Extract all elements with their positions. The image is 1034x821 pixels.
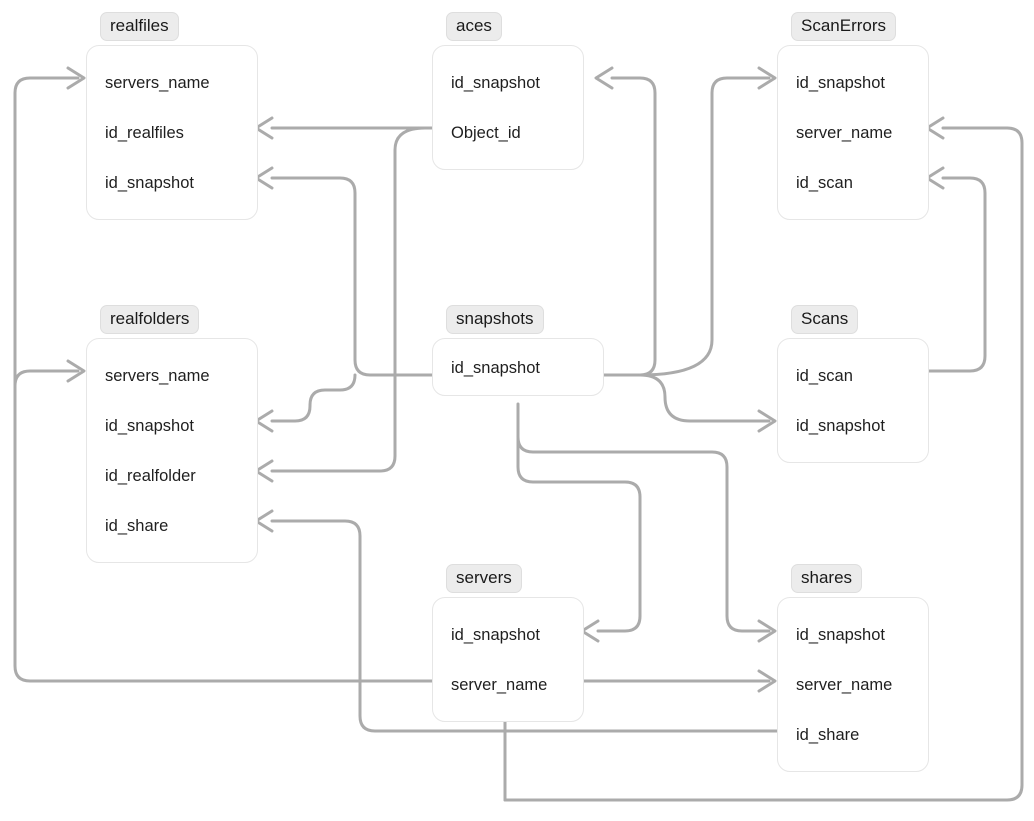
arrowhead-realfolders-serversname <box>66 359 86 383</box>
table-aces[interactable]: aces id_snapshot Object_id <box>432 12 584 170</box>
edge-snapshots-to-scanerrors-idsnapshot <box>638 76 771 377</box>
field-realfiles-servers_name[interactable]: servers_name <box>105 73 210 92</box>
field-snapshots-id_snapshot[interactable]: id_snapshot <box>451 358 540 377</box>
arrowhead-realfolders-idsnapshot <box>254 409 274 433</box>
arrowhead-realfiles-idsnapshot <box>254 166 274 190</box>
field-realfolders-id_share[interactable]: id_share <box>105 516 169 535</box>
arrowhead-realfiles-serversname <box>66 66 86 90</box>
arrowhead-realfolders-idshare <box>254 509 274 533</box>
table-scanerrors[interactable]: ScanErrors id_snapshot server_name id_sc… <box>777 12 929 220</box>
arrowhead-aces-idsnapshot <box>594 66 614 90</box>
arrowhead-shares-servername <box>757 669 777 693</box>
table-title-realfolders: realfolders <box>100 305 200 334</box>
edge-snapshots-to-realfolders-idsnapshot <box>270 373 357 423</box>
table-title-scans: Scans <box>791 305 859 334</box>
table-title-servers: servers <box>446 564 522 593</box>
field-realfolders-id_realfolder[interactable]: id_realfolder <box>105 466 196 485</box>
field-realfolders-servers_name[interactable]: servers_name <box>105 366 210 385</box>
field-servers-id_snapshot[interactable]: id_snapshot <box>451 625 540 644</box>
arrowhead-scanerrors-idsnapshot <box>757 66 777 90</box>
field-scanerrors-id_snapshot[interactable]: id_snapshot <box>796 73 885 92</box>
field-aces-Object_id[interactable]: Object_id <box>451 123 521 142</box>
table-box-realfolders: servers_name id_snapshot id_realfolder i… <box>86 337 258 563</box>
table-title-snapshots: snapshots <box>446 305 544 334</box>
arrowhead-scans-idsnapshot <box>757 409 777 433</box>
field-realfiles-id_snapshot[interactable]: id_snapshot <box>105 173 194 192</box>
field-servers-server_name[interactable]: server_name <box>451 675 548 694</box>
table-box-shares: id_snapshot server_name id_share <box>777 596 929 772</box>
field-scans-id_scan[interactable]: id_scan <box>796 366 853 385</box>
arrowhead-realfolders-idrealfolder <box>254 459 274 483</box>
edge-snapshots-to-scans-idsnapshot <box>638 373 771 423</box>
table-title-scanerrors: ScanErrors <box>791 12 897 41</box>
arrowhead-scanerrors-servername <box>925 116 945 140</box>
table-box-scans: id_scan id_snapshot <box>777 337 929 463</box>
table-title-aces: aces <box>446 12 502 41</box>
field-scans-id_snapshot[interactable]: id_snapshot <box>796 416 885 435</box>
arrowhead-scanerrors-idscan <box>925 166 945 190</box>
table-realfiles[interactable]: realfiles servers_name id_realfiles id_s… <box>86 12 258 220</box>
field-realfolders-id_snapshot[interactable]: id_snapshot <box>105 416 194 435</box>
field-shares-id_snapshot[interactable]: id_snapshot <box>796 625 885 644</box>
table-title-realfiles: realfiles <box>100 12 179 41</box>
table-snapshots[interactable]: snapshots id_snapshot <box>432 305 604 396</box>
table-servers[interactable]: servers id_snapshot server_name <box>432 564 584 722</box>
field-aces-id_snapshot[interactable]: id_snapshot <box>451 73 540 92</box>
table-box-servers: id_snapshot server_name <box>432 596 584 722</box>
arrowhead-servers-idsnapshot <box>580 619 600 643</box>
table-scans[interactable]: Scans id_scan id_snapshot <box>777 305 929 463</box>
table-box-scanerrors: id_snapshot server_name id_scan <box>777 44 929 220</box>
table-title-shares: shares <box>791 564 863 593</box>
arrowhead-shares-idsnapshot <box>757 619 777 643</box>
table-box-snapshots: id_snapshot <box>432 337 604 396</box>
arrowhead-realfiles-idrealfiles <box>254 116 274 140</box>
field-shares-server_name[interactable]: server_name <box>796 675 893 694</box>
field-shares-id_share[interactable]: id_share <box>796 725 860 744</box>
table-shares[interactable]: shares id_snapshot server_name id_share <box>777 564 929 772</box>
table-realfolders[interactable]: realfolders servers_name id_snapshot id_… <box>86 305 258 563</box>
table-box-realfiles: servers_name id_realfiles id_snapshot <box>86 44 258 220</box>
edge-servers-servername-to-realfolders-serversname <box>13 369 80 388</box>
edge-snapshots-to-aces-idsnapshot <box>602 76 657 377</box>
field-realfiles-id_realfiles[interactable]: id_realfiles <box>105 123 184 142</box>
edge-scans-idscan-to-scanerrors-idscan <box>927 176 987 373</box>
field-scanerrors-server_name[interactable]: server_name <box>796 123 893 142</box>
field-scanerrors-id_scan[interactable]: id_scan <box>796 173 853 192</box>
edge-aces-objectid-to-realfolders-idrealfolder <box>270 126 427 473</box>
edge-snapshots-to-realfiles-idsnapshot <box>270 176 434 377</box>
table-box-aces: id_snapshot Object_id <box>432 44 584 170</box>
